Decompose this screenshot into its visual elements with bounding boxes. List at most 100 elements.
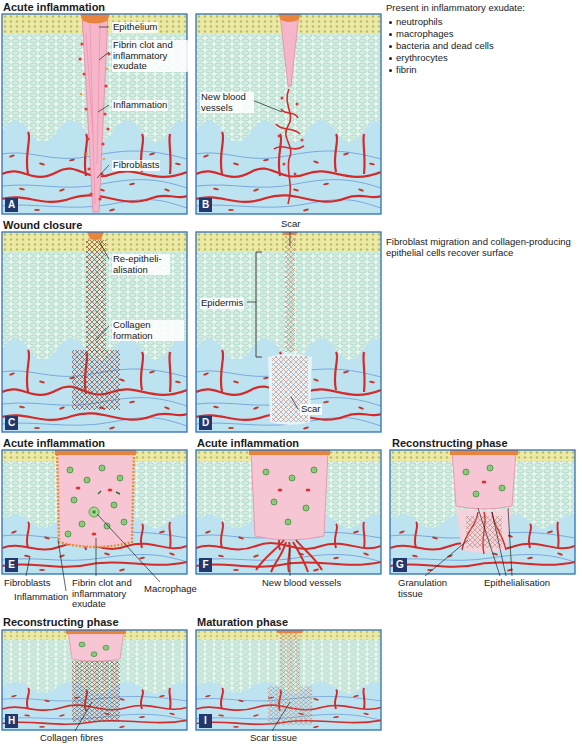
- panel-letter: D: [199, 416, 212, 430]
- bullet-dot: [389, 57, 392, 60]
- panel-c-art: [87, 232, 104, 240]
- panel-f-art: [278, 489, 283, 492]
- panel-f-art: [293, 542, 308, 572]
- panel-b-art: [278, 14, 301, 22]
- panel-e-art: [99, 465, 105, 471]
- panel-d-art: [196, 232, 381, 432]
- panel-letter-text: F: [202, 559, 208, 570]
- panel-a-art: [86, 137, 89, 140]
- panel-g-art: [456, 508, 512, 553]
- panel-e-art: [76, 487, 81, 490]
- panel-a-art: [103, 112, 106, 115]
- section-heading: Maturation phase: [197, 616, 288, 628]
- panel-e-art: [55, 450, 136, 455]
- panel-g-art: [452, 450, 516, 509]
- panel-f-art: [288, 542, 290, 572]
- callout-label: Collagen formation: [112, 320, 184, 341]
- panel-g-art: [499, 485, 505, 491]
- leader-line: [252, 100, 282, 112]
- leader-line: [478, 508, 500, 576]
- panel-frame: [2, 14, 575, 730]
- panel-f-art: [271, 499, 277, 505]
- panel-letter-text: B: [202, 199, 209, 210]
- callout-label: New blood vessels: [200, 92, 254, 113]
- leader-line: [99, 27, 109, 28]
- panel-e-art: [65, 465, 127, 537]
- panel-e-art: [67, 467, 73, 473]
- leader-line: [96, 538, 97, 576]
- panel-a-art: [2, 14, 187, 214]
- panel-e-art: [84, 477, 90, 483]
- panel-letter-text: H: [8, 715, 15, 726]
- panel-frame: [390, 450, 575, 574]
- panel-f-art: [311, 467, 317, 473]
- panel-c-art: [2, 232, 187, 432]
- panel-b-art: [296, 103, 299, 106]
- panel-f-art: [251, 450, 328, 540]
- callout-label: Fibrin clot and inflammatory exudate: [112, 40, 188, 72]
- panel-a-art: [82, 14, 108, 212]
- leader-line: [290, 232, 291, 246]
- panel-f-art: [263, 469, 269, 475]
- leader-line: [97, 165, 109, 178]
- section-heading: Reconstructing phase: [3, 616, 119, 628]
- panel-a-art: [80, 93, 83, 96]
- panel-frame: [2, 450, 187, 574]
- panel-a-art: [101, 142, 104, 145]
- panel-frame: [196, 14, 381, 214]
- panel-a-art: [84, 107, 87, 110]
- list-item: erythrocytes: [396, 53, 448, 64]
- panel-a-art: [98, 197, 101, 200]
- panel-letter: H: [5, 714, 18, 728]
- panel-h-art: [103, 645, 109, 650]
- panel-i-art: [268, 686, 312, 725]
- panel-a-art: [80, 68, 109, 161]
- panel-a-art: [2, 14, 187, 214]
- panel-h-art: [72, 661, 120, 722]
- panel-e-art: [121, 519, 127, 525]
- panel-b-art: [281, 109, 298, 118]
- panel-h-art: [91, 652, 97, 657]
- panel-a-art: [103, 158, 106, 161]
- panel-e-art: [2, 450, 187, 574]
- panel-a-art: [89, 192, 92, 195]
- panel-a-art: [80, 14, 110, 24]
- panel-e-art: [92, 510, 96, 514]
- leader-line: [99, 241, 109, 259]
- leader-line: [291, 397, 298, 409]
- panel-b-art: [196, 14, 381, 214]
- panel-f-art: [306, 489, 311, 492]
- leader-line: [97, 514, 160, 582]
- panel-b-art: [301, 139, 304, 142]
- leader-line: [492, 512, 506, 576]
- panel-g-art: [463, 465, 505, 497]
- panel-f-art: [303, 505, 309, 511]
- panel-b-art: [288, 159, 290, 204]
- panel-e-art: [111, 502, 117, 508]
- panel-a-art: [106, 127, 109, 130]
- section-heading: Reconstructing phase: [392, 437, 508, 449]
- panel-h-art: [2, 630, 187, 730]
- leader-line: [425, 540, 468, 576]
- panel-a-art: [104, 84, 107, 87]
- panel-e-art: [104, 523, 110, 529]
- panel-h-art: [79, 642, 109, 657]
- panel-b-art: [294, 173, 297, 176]
- panel-e-art: [65, 531, 71, 537]
- panel-b-art: [276, 124, 300, 134]
- panel-f-art: [256, 540, 322, 572]
- panel-c-art: [72, 350, 120, 410]
- section-heading: Acute inflammation: [3, 437, 105, 449]
- panel-f-art: [278, 489, 311, 492]
- callout-label: Fibroblasts: [4, 578, 50, 589]
- panel-b-art: [280, 14, 299, 86]
- panel-a-art: [78, 42, 110, 200]
- callout-label: New blood vessels: [262, 578, 341, 589]
- leader-line: [96, 326, 109, 340]
- panel-c-art: [86, 240, 106, 352]
- bracket: [256, 252, 262, 357]
- leader-line: [290, 548, 291, 576]
- panel-frame: [196, 232, 381, 432]
- panel-frame: [196, 630, 381, 730]
